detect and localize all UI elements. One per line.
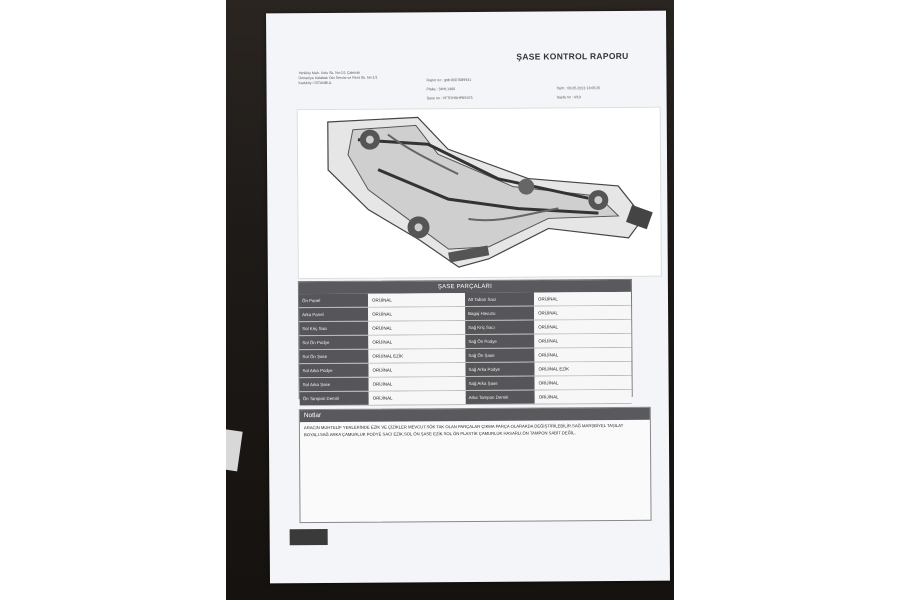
page-number: Sayfa no : 4/10: [556, 95, 581, 100]
card-on-table: [226, 428, 243, 472]
part-value: ORİJİNAL: [368, 321, 466, 335]
part-value: ORİJİNAL: [367, 293, 466, 307]
part-label: Bagaj Havuzu: [465, 306, 535, 321]
part-label: Ön Panel: [298, 293, 369, 308]
part-value: ORİJİNAL: [534, 375, 632, 390]
company-line: Kadıköy / İSTANBUL: [298, 80, 332, 86]
part-value: ORİJİNAL: [368, 363, 466, 377]
footer-logo-bar: [289, 528, 328, 546]
part-value: ORİJİNAL EZİK: [534, 361, 632, 376]
part-label: Sol Ön Şase: [299, 349, 369, 364]
part-label: Alt Taban Sacı: [464, 292, 535, 307]
part-value: ORİJİNAL: [368, 377, 466, 391]
plate-number: Plaka : 34HL1400: [426, 87, 456, 92]
report-number: Rapor no : gtdr.8/0/7089931: [426, 77, 472, 83]
part-label: Ön Tampon Demiri: [299, 391, 369, 406]
chassis-number: Şase no : VF7RHRHP8S973: [426, 95, 473, 101]
report-date: Tarih : 09.05.2013 13:05:25: [556, 86, 601, 91]
part-label: Sol Arka Podye: [299, 363, 369, 378]
part-value: ORİJİNAL: [534, 333, 632, 348]
notes-section: Notlar ARACIN MUHTELİF YERLERİNDE EZİK V…: [298, 406, 652, 524]
report-meta-right: Tarih : 09.05.2013 13:05:25 Sayfa no : 4…: [557, 86, 601, 104]
part-value: ORİJİNAL: [533, 291, 632, 306]
part-value: ORİJİNAL: [368, 391, 466, 405]
part-label: Sağ Arka Podye: [465, 362, 535, 377]
company-info: Yeniköy Mah. Uslu Sk. No:1/1 Çakmak Ümra…: [298, 70, 418, 86]
part-label: Sol Kriç Sacı: [299, 321, 369, 336]
part-label: Sağ Ön Podye: [465, 334, 535, 349]
photo-background: ŞASE KONTROL RAPORU Yeniköy Mah. Uslu Sk…: [226, 0, 674, 600]
report-paper: ŞASE KONTROL RAPORU Yeniköy Mah. Uslu Sk…: [266, 10, 670, 584]
part-label: Sol Arka Şase: [299, 377, 369, 392]
part-value: ORİJİNAL EZİK: [368, 349, 466, 363]
part-label: Arka Panel: [299, 307, 369, 322]
part-label: Sağ Arka Şase: [465, 376, 535, 391]
notes-text: ARACIN MUHTELİF YERLERİNDE EZİK VE ÇİZİK…: [303, 422, 624, 438]
part-value: ORİJİNAL: [534, 305, 632, 320]
report-meta-left: Rapor no : gtdr.8/0/7089931 Plaka : 34HL…: [426, 78, 472, 105]
part-label: Arka Tampon Demiri: [465, 390, 535, 405]
part-value: ORİJİNAL: [368, 307, 466, 321]
part-label: Sol Ön Podye: [299, 335, 369, 350]
report-title: ŞASE KONTROL RAPORU: [516, 50, 629, 62]
part-value: ORİJİNAL: [534, 389, 632, 404]
part-label: Sağ Ön Şase: [465, 348, 535, 363]
part-label: Sağ Kriç Sacı: [465, 320, 535, 335]
part-value: ORİJİNAL: [368, 335, 466, 349]
chassis-illustration: [327, 116, 653, 268]
part-value: ORİJİNAL: [534, 347, 632, 362]
chassis-diagram: [296, 106, 662, 280]
part-value: ORİJİNAL: [534, 319, 632, 334]
